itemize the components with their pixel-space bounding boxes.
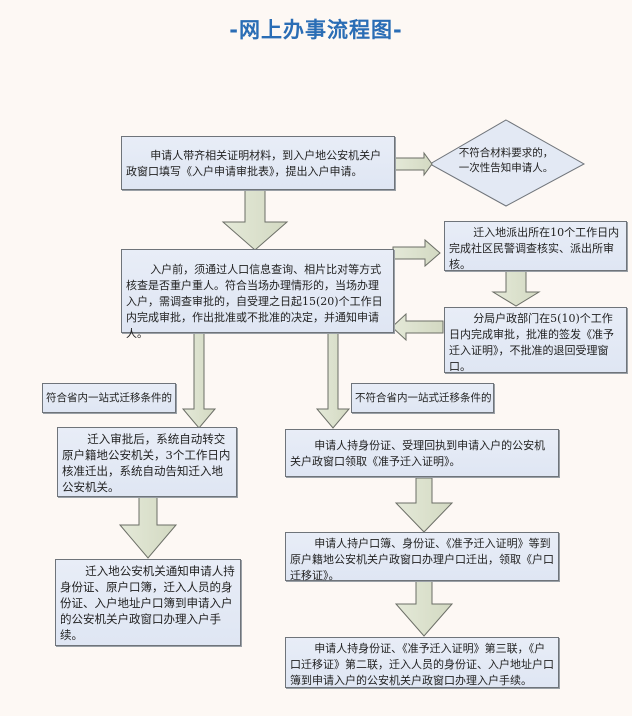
no-step2-move-out: 申请人持户口簿、身份证、《准予迁入证明》等到原户籍地公安机关户政窗口办理户口迁出… bbox=[285, 532, 559, 582]
arrow-to-no-branch bbox=[315, 331, 351, 429]
yes-step1-auto-transfer: 迁入审批后，系统自动转交原户籍地公安机关，3个工作日内核准迁出，系统自动告知迁入… bbox=[57, 427, 237, 497]
step1-submit-application: 申请人带齐相关证明材料，到入户地公安机关户政窗口填写《入户申请审批表》，提出入户… bbox=[121, 136, 395, 190]
arrow-step1-to-step2 bbox=[221, 189, 289, 251]
branch-yes-label: 符合省内一站式迁移条件的 bbox=[42, 383, 176, 413]
reject-diamond-text: 不符合材料要求的，一次性告知申请人。 bbox=[458, 147, 554, 174]
step2-verification: 入户前，须通过人口信息查询、相片比对等方式核查是否重户重人。符合当场办理情形的，… bbox=[121, 249, 394, 340]
arrow-no2-to-no3 bbox=[394, 580, 454, 637]
page-title: -网上办事流程图- bbox=[229, 18, 403, 42]
bureau-approval: 分局户政部门在5(10)个工作日内完成审批，批准的签发《准予迁入证明》，不批准的… bbox=[444, 307, 627, 373]
reject-diamond bbox=[428, 119, 586, 207]
arrow-no1-to-no2 bbox=[394, 477, 454, 533]
branch-no-label: 不符合省内一站式迁移条件的 bbox=[351, 383, 494, 413]
no-step1-collect-certificate: 申请人持身份证、受理回执到申请入户的公安机关户政窗口领取《准予迁入证明》。 bbox=[285, 429, 559, 477]
arrow-to-police-check bbox=[392, 238, 441, 268]
arrow-bureau-to-step2 bbox=[391, 312, 444, 342]
no-step3-register: 申请人持身份证、《准予迁入证明》第三联，《户口迁移证》第二联，迁入人员的身份证、… bbox=[285, 637, 559, 688]
police-station-check: 迁入地派出所在10个工作日内完成社区民警调查核实、派出所审核。 bbox=[444, 221, 627, 271]
arrow-to-yes-branch bbox=[181, 331, 217, 429]
arrow-police-to-bureau bbox=[491, 269, 541, 307]
arrow-to-reject bbox=[393, 151, 433, 177]
arrow-yes1-to-yes2 bbox=[118, 496, 178, 559]
yes-step2-register: 迁入地公安机关通知申请人持身份证、原户口簿，迁入人员的身份证、入户地址户口簿到申… bbox=[55, 559, 241, 646]
